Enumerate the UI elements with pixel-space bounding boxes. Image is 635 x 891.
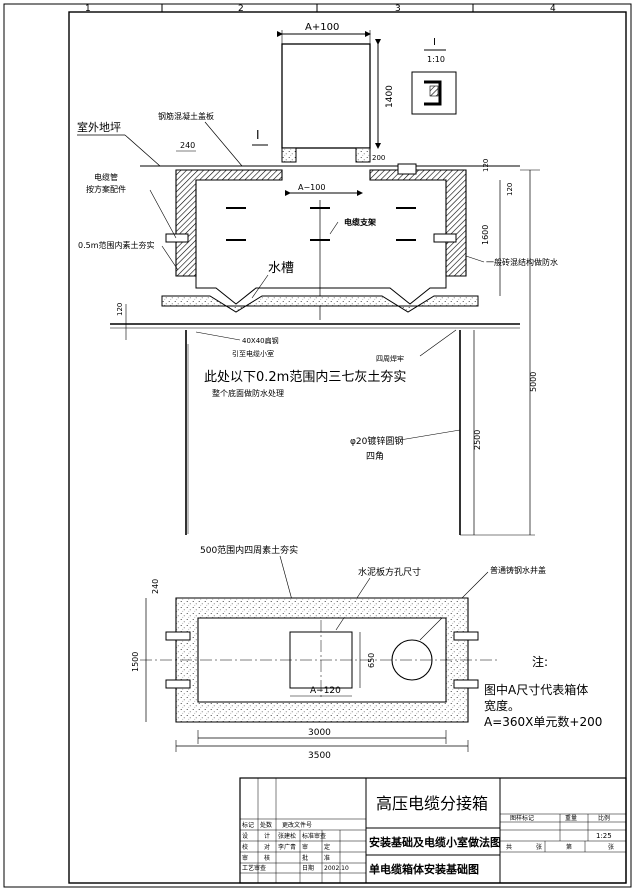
tb-scale: 1:25 [596,832,612,840]
title-main: 高压电缆分接箱 [376,794,488,813]
tb-checker: 校 [242,843,248,851]
tb-sheet: 张 [536,843,542,851]
tb-std-review: 标准审查 [302,832,326,840]
tb-stage-mark: 图样标记 [510,814,534,822]
wall-label: 一般砖混结构做防水 [486,257,558,267]
tb-no: 第 [566,843,572,851]
tb-mark: 标记 [242,821,254,829]
tb-date: 2002.10 [324,865,349,872]
plan-ramming-label: 500范围内四周素土夯实 [200,544,298,556]
plan-dim-3000: 3000 [308,728,331,738]
note-line-3: A=360X单元数+200 [484,714,602,729]
dim-1600: 1600 [481,225,490,245]
tb-design-2: 计 [264,832,270,840]
cement-hole-label: 水泥板方孔尺寸 [358,566,421,578]
ramming-label: 0.5m范围内素土夯实 [78,240,155,250]
well-cover-label: 普通铸钢水井盖 [490,565,546,575]
cable-pipe-sub: 按方案配件 [86,184,126,194]
plan-dim-1500: 1500 [131,652,140,672]
weld-label: 四周焊牢 [376,354,404,363]
notes: 注: 图中A尺寸代表箱体 宽度。 A=360X单元数+200 [484,654,602,729]
cover-slab-label: 钢筋混凝土盖板 [158,111,214,121]
cabinet-box [281,43,371,149]
note-line-2: 宽度。 [484,698,520,713]
corner-label: 四角 [366,450,384,462]
waterproof-label: 整个底面做防水处理 [212,388,284,398]
tb-approve-2: 定 [324,843,330,851]
tb-approve: 审 [302,843,308,851]
detail-i: I 1:10 [411,37,457,115]
dim-200: 200 [372,154,385,162]
cable-pipe-label: 电缆管 [94,172,118,182]
tb-process: 工艺审查 [242,864,266,872]
detail-mark: I [433,37,436,48]
tb-weight: 重量 [565,814,577,822]
title-sub-1: 安装基础及电缆小室做法图 [369,835,501,849]
ground-label: 室外地坪 [77,120,121,134]
dim-120-top: 120 [482,159,490,172]
section-mark-i: I [256,128,260,142]
title-sub-2: 单电缆箱体安装基础图 [369,862,479,876]
dim-120-left: 120 [116,303,124,316]
tb-review: 审 [242,854,248,862]
tb-doc: 更改文件号 [282,821,312,829]
flat-steel-label: 40X40扁钢 [242,336,279,345]
tb-sheet-2: 张 [608,843,614,851]
note-title: 注: [532,654,548,669]
note-line-1: 图中A尺寸代表箱体 [484,682,588,697]
tb-name-1: 张建松 [278,832,296,840]
tb-date-label: 日期 [302,864,314,872]
elevation-view: A+100 1400 200 钢筋混凝土盖板 室外地坪 240 I A−100 … [77,22,558,536]
plan-view: 500范围内四周素土夯实 水泥板方孔尺寸 普通铸钢水井盖 240 1500 65… [131,544,546,761]
tb-approve-b: 准 [324,854,330,862]
bracket-label: 电缆支架 [344,217,376,227]
dim-120-right: 120 [506,183,514,196]
detail-scale: 1:10 [427,55,445,64]
column-number-1: 1 [85,4,91,14]
plan-dim-240: 240 [151,579,160,594]
dim-2500: 2500 [473,430,482,450]
tb-checker-2: 对 [264,843,270,851]
plan-dim-a120: A−120 [310,686,341,696]
opening-label: A−100 [298,183,325,192]
title-block: 高压电缆分接箱 安装基础及电缆小室做法图 单电缆箱体安装基础图 标记 处数 更改… [239,777,627,884]
sink-label: 水槽 [268,261,294,276]
column-number-3: 3 [395,4,401,14]
tb-design: 设 [242,832,248,840]
lime-label: 此处以下0.2m范围内三七灰土夯实 [204,369,406,385]
dim-cabinet-width: A+100 [305,22,339,33]
tb-name-2: 李广青 [278,843,296,851]
rod-label: φ20镀锌圆钢 [350,435,403,447]
column-number-4: 4 [550,4,556,14]
dim-cabinet-height: 1400 [385,85,395,108]
tb-count: 处数 [260,821,272,829]
tb-total: 共 [506,843,512,851]
wall-thickness-label: 240 [180,141,195,150]
plan-dim-650: 650 [367,653,376,668]
tb-review-2: 核 [264,854,270,862]
dim-5000: 5000 [529,372,538,392]
tb-approve-a: 批 [302,854,308,862]
flat-steel-sub: 引至电缆小室 [232,349,274,358]
tb-ratio: 比例 [598,814,610,822]
column-number-2: 2 [238,4,244,14]
plan-dim-3500: 3500 [308,751,331,761]
